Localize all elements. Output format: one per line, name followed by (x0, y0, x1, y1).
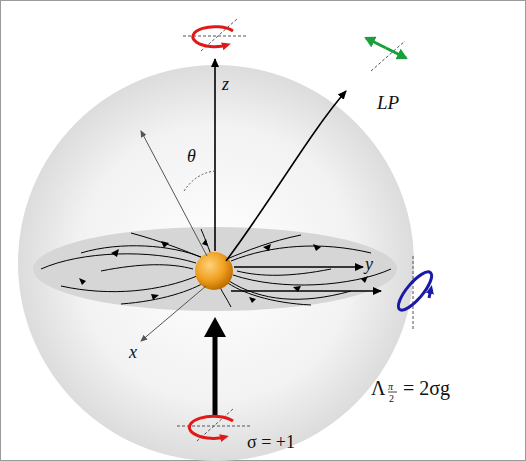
polarization-label: LP (377, 93, 399, 112)
field-arrows (79, 239, 368, 303)
helicity-input-label: σ = +1 (247, 433, 295, 451)
emission-direction (141, 131, 207, 256)
input-beam (213, 333, 218, 416)
emission-arrow (226, 91, 346, 261)
axis-label: y (365, 255, 373, 273)
theta-arc (184, 171, 215, 191)
particle (195, 252, 233, 290)
angle-label: θ (187, 147, 196, 165)
x-axis (141, 286, 206, 341)
elliptical-polarization (393, 256, 436, 331)
axis-label: z (222, 75, 229, 93)
z-axis (214, 59, 216, 251)
subscript-denominator: 2 (389, 394, 394, 404)
y-axis (234, 266, 363, 267)
helicity-symbol: Λ (371, 378, 386, 398)
field-lines (41, 229, 391, 307)
helicity-value: = 2σg (403, 378, 450, 398)
sphere (18, 65, 414, 461)
circular-polarization-top (183, 19, 247, 51)
axis-label: x (129, 343, 137, 361)
side-arrow (231, 290, 381, 292)
linear-polarization (366, 38, 406, 71)
subscript-numerator: π (388, 382, 393, 392)
circular-polarization-bottom (177, 409, 251, 441)
